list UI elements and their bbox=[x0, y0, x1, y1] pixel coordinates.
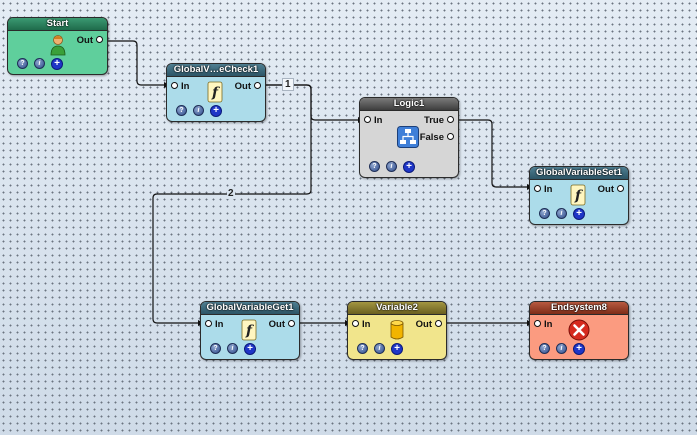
set-out-port[interactable]: Out bbox=[598, 184, 624, 195]
node-buttons: ? i + bbox=[539, 343, 591, 355]
get-in-port[interactable]: In bbox=[205, 319, 223, 330]
logic-true-port[interactable]: True bbox=[424, 115, 454, 126]
check-out-port[interactable]: Out bbox=[235, 81, 261, 92]
node-title: GlobalV…eCheck1 bbox=[167, 64, 265, 77]
svg-text:f: f bbox=[245, 323, 255, 339]
variable-out-port[interactable]: Out bbox=[416, 319, 442, 330]
node-title: Logic1 bbox=[360, 98, 458, 111]
node-title: GlobalVariableSet1 bbox=[530, 167, 628, 180]
info-icon[interactable]: i bbox=[556, 208, 567, 219]
add-icon[interactable]: + bbox=[391, 343, 403, 355]
add-icon[interactable]: + bbox=[244, 343, 256, 355]
node-buttons: ? i + bbox=[210, 343, 262, 355]
node-buttons: ? i + bbox=[539, 208, 591, 220]
check-in-port[interactable]: In bbox=[171, 81, 189, 92]
info-icon[interactable]: i bbox=[34, 58, 45, 69]
connection-label-2: 2 bbox=[227, 188, 235, 199]
variable-in-port[interactable]: In bbox=[352, 319, 370, 330]
add-icon[interactable]: + bbox=[403, 161, 415, 173]
help-icon[interactable]: ? bbox=[369, 161, 380, 172]
node-variable[interactable]: Variable2 In Out ? i + bbox=[347, 301, 447, 360]
node-start[interactable]: Start Out ? i + bbox=[7, 17, 108, 75]
help-icon[interactable]: ? bbox=[357, 343, 368, 354]
close-icon bbox=[568, 319, 590, 341]
logic-false-port[interactable]: False bbox=[420, 132, 454, 143]
node-title: GlobalVariableGet1 bbox=[201, 302, 299, 315]
help-icon[interactable]: ? bbox=[210, 343, 221, 354]
node-buttons: ? i + bbox=[17, 58, 69, 70]
node-global-variable-set[interactable]: GlobalVariableSet1 In Out f ? i + bbox=[529, 166, 629, 225]
node-title: Endsystem8 bbox=[530, 302, 628, 315]
add-icon[interactable]: + bbox=[573, 208, 585, 220]
node-buttons: ? i + bbox=[357, 343, 409, 355]
add-icon[interactable]: + bbox=[51, 58, 63, 70]
info-icon[interactable]: i bbox=[556, 343, 567, 354]
wire-check-to-logic bbox=[262, 84, 364, 121]
end-in-port[interactable]: In bbox=[534, 319, 552, 330]
connection-label-1: 1 bbox=[282, 78, 294, 91]
add-icon[interactable]: + bbox=[210, 105, 222, 117]
svg-text:f: f bbox=[574, 188, 584, 204]
node-buttons: ? i + bbox=[176, 105, 228, 117]
function-icon: f bbox=[207, 81, 223, 103]
function-icon: f bbox=[570, 184, 586, 206]
help-icon[interactable]: ? bbox=[539, 208, 550, 219]
logic-in-port[interactable]: In bbox=[364, 115, 382, 126]
info-icon[interactable]: i bbox=[193, 105, 204, 116]
node-logic[interactable]: Logic1 In True False ? i + bbox=[359, 97, 459, 178]
node-global-variable-get[interactable]: GlobalVariableGet1 In Out f ? i + bbox=[200, 301, 300, 360]
wire-start-to-check bbox=[106, 40, 170, 86]
get-out-port[interactable]: Out bbox=[269, 319, 295, 330]
help-icon[interactable]: ? bbox=[17, 58, 28, 69]
function-icon: f bbox=[241, 319, 257, 341]
info-icon[interactable]: i bbox=[227, 343, 238, 354]
person-icon bbox=[50, 35, 66, 56]
svg-text:f: f bbox=[211, 85, 221, 101]
node-buttons: ? i + bbox=[369, 161, 421, 173]
help-icon[interactable]: ? bbox=[539, 343, 550, 354]
node-title: Variable2 bbox=[348, 302, 446, 315]
node-title: Start bbox=[8, 18, 107, 31]
info-icon[interactable]: i bbox=[374, 343, 385, 354]
node-endsystem[interactable]: Endsystem8 In ? i + bbox=[529, 301, 629, 360]
info-icon[interactable]: i bbox=[386, 161, 397, 172]
start-out-port[interactable]: Out bbox=[77, 35, 103, 46]
flowchart-icon bbox=[397, 126, 419, 148]
add-icon[interactable]: + bbox=[573, 343, 585, 355]
set-in-port[interactable]: In bbox=[534, 184, 552, 195]
cylinder-icon bbox=[390, 320, 404, 340]
wire-logic-true-to-set bbox=[453, 119, 533, 188]
help-icon[interactable]: ? bbox=[176, 105, 187, 116]
node-global-variable-check[interactable]: GlobalV…eCheck1 In Out f ? i + bbox=[166, 63, 266, 122]
